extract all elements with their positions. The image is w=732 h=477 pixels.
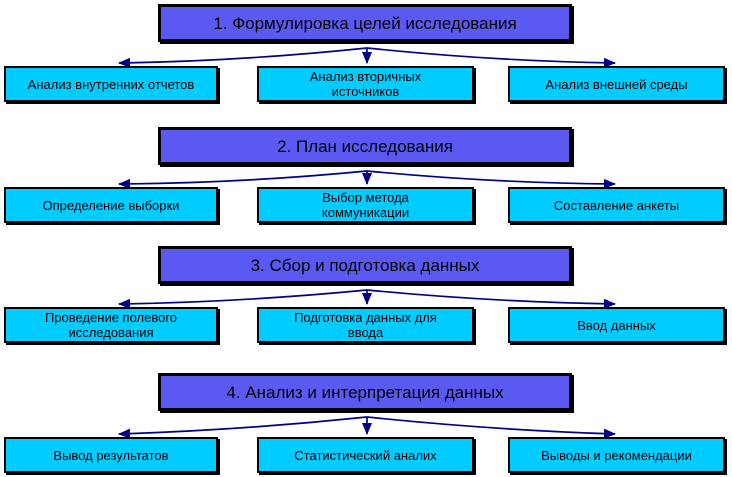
stage-4-child-1: Вывод результатов	[4, 437, 218, 473]
stage-4-child-3: Выводы и рекомендации	[508, 437, 725, 473]
stage-2-header: 2. План исследования	[158, 127, 572, 165]
connector-2-right	[366, 170, 616, 189]
stage-3-header: 3. Сбор и подготовка данных	[158, 246, 572, 284]
stage-4-child-2: Статистический аналих	[257, 437, 474, 473]
stage-2-child-2: Выбор метода коммуникации	[257, 187, 474, 223]
connector-4-left	[118, 416, 368, 439]
stage-4-header: 4. Анализ и интерпретация данных	[158, 373, 572, 411]
connector-1-left	[118, 47, 368, 68]
connector-1-right	[366, 47, 616, 68]
connector-3-right	[366, 289, 616, 309]
stage-1-child-1: Анализ внутренних отчетов	[4, 66, 218, 102]
stage-2-child-3: Составление анкеты	[508, 187, 725, 223]
connector-4-right	[366, 416, 616, 439]
connector-3-left	[118, 289, 368, 309]
stage-3-child-1: Проведение полевого исследования	[4, 307, 218, 343]
stage-1-header: 1. Формулировка целей исследования	[158, 4, 572, 42]
stage-3-child-2: Подготовка данных для ввода	[257, 307, 474, 343]
stage-1-child-3: Анализ внешней среды	[508, 66, 725, 102]
stage-3-child-3: Ввод данных	[508, 307, 725, 343]
stage-1-child-2: Анализ вторичных источников	[257, 66, 474, 102]
stage-2-child-1: Определение выборки	[4, 187, 218, 223]
connector-2-left	[118, 170, 368, 189]
